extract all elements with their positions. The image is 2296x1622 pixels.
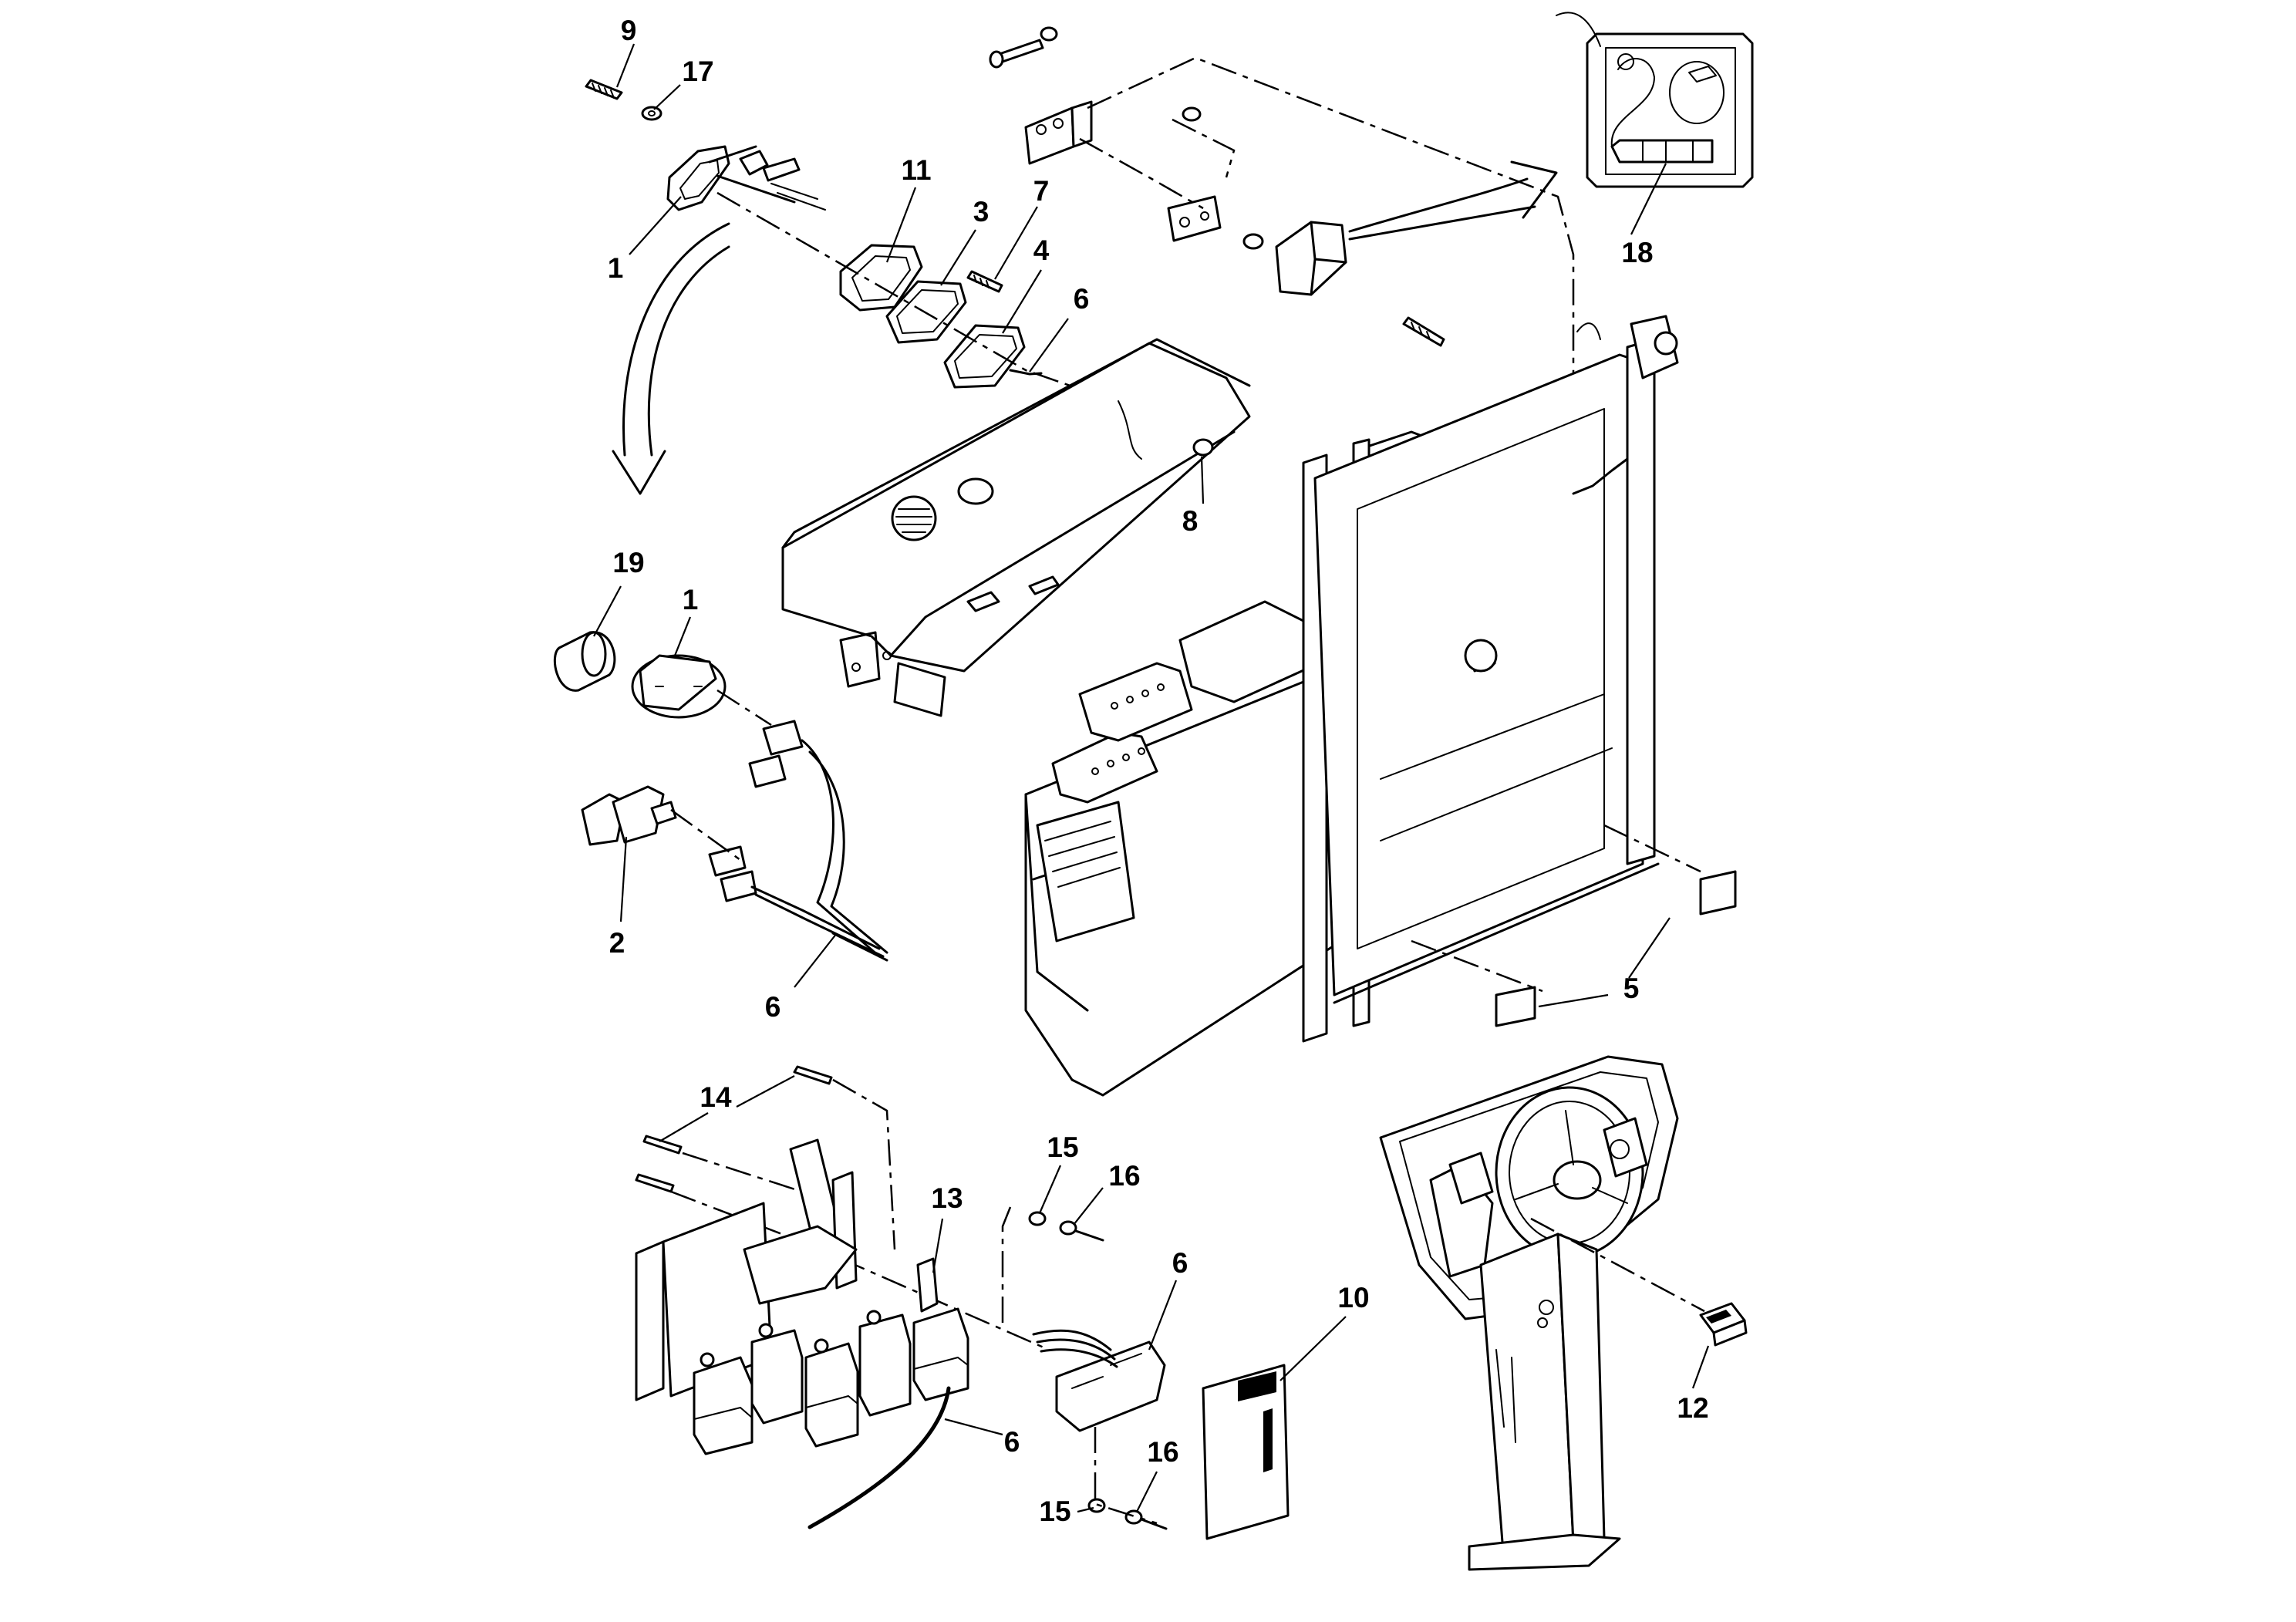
callout-12: 12	[1677, 1392, 1708, 1424]
connector-block	[748, 720, 804, 788]
centerline-bracket	[1087, 56, 1575, 494]
callout-16a: 16	[1108, 1160, 1140, 1192]
callout-3: 3	[973, 196, 990, 228]
lamp-detail-18	[1556, 12, 1754, 188]
switch-12	[1699, 1302, 1748, 1347]
callout-6a: 6	[1074, 283, 1090, 315]
callout-9: 9	[621, 15, 637, 46]
steering-column	[1379, 1055, 1679, 1571]
callout-17: 17	[682, 56, 713, 87]
callout-16b: 16	[1147, 1436, 1178, 1468]
centerline-bracket-2	[1079, 118, 1236, 210]
nut-bracket	[1182, 106, 1202, 122]
callout-11: 11	[901, 154, 931, 186]
explode-arrow-right	[1348, 160, 1558, 241]
screw-rear-lamp	[1402, 316, 1445, 347]
nut-8	[1192, 438, 1214, 457]
wire-6-bottom	[807, 1386, 951, 1529]
lamp-holder-2	[581, 785, 677, 846]
engine-cover	[781, 338, 1251, 717]
washer-17	[641, 106, 663, 121]
mounting-plate	[1167, 195, 1222, 242]
bulb-19	[553, 631, 616, 692]
machine-frame	[1024, 315, 1679, 1097]
connector-6-right	[1032, 1329, 1166, 1432]
callout-18: 18	[1621, 237, 1653, 268]
lamp-bracket	[1024, 100, 1093, 165]
centerline-socket	[670, 689, 772, 862]
washers-15-16	[1001, 1206, 1168, 1530]
lens-11	[839, 244, 923, 312]
harness-6	[750, 739, 888, 962]
callout-5: 5	[1623, 973, 1640, 1004]
screw-9	[585, 79, 623, 100]
nut-rear-lamp	[1242, 233, 1264, 250]
bulb-socket-small	[739, 150, 826, 211]
screw-7	[966, 270, 1003, 293]
callout-1a: 1	[608, 252, 624, 284]
callout-8: 8	[1182, 505, 1199, 537]
screws-14	[635, 1065, 833, 1193]
relay-panel	[635, 1138, 939, 1401]
centerline-switch	[1530, 1217, 1705, 1313]
lamp-housing-1	[666, 145, 796, 211]
callout-14: 14	[700, 1081, 732, 1113]
callout-15a: 15	[1047, 1131, 1078, 1163]
explode-arrow-left	[612, 222, 730, 495]
decal-10	[1202, 1364, 1290, 1540]
callout-13: 13	[931, 1182, 963, 1214]
callout-1b: 1	[683, 584, 699, 615]
callout-4: 4	[1033, 234, 1050, 266]
callout-numbers: 9 17 1 11 3 7 4 6 8 18 19 1 2 6 5 14 15 …	[608, 15, 1709, 1527]
callout-6c: 6	[1172, 1247, 1188, 1279]
relays	[693, 1307, 969, 1455]
leader-lines	[593, 43, 1710, 1513]
callout-15b: 15	[1039, 1496, 1070, 1527]
gasket-4	[943, 324, 1026, 389]
callout-19: 19	[612, 547, 644, 578]
callout-7: 7	[1033, 175, 1050, 207]
decal-5	[1411, 824, 1737, 1027]
callout-6b: 6	[765, 991, 781, 1023]
bolt-top	[989, 26, 1058, 69]
socket-1	[631, 654, 727, 719]
rear-lamp	[1275, 221, 1347, 296]
callout-6d: 6	[1004, 1426, 1020, 1458]
callout-10: 10	[1337, 1282, 1369, 1313]
callout-2: 2	[609, 927, 625, 959]
connector-pair	[708, 845, 757, 902]
